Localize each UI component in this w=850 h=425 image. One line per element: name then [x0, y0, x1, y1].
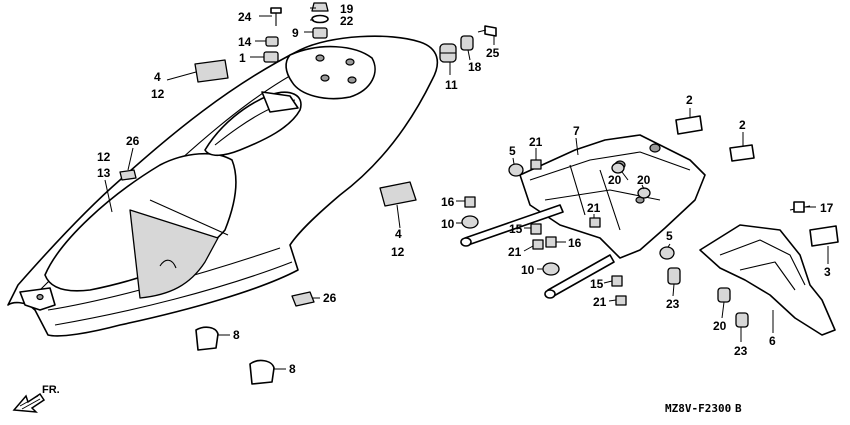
- grommet-20-c: [717, 287, 731, 303]
- bolt-16-b: [545, 236, 557, 248]
- grommet-19: [311, 2, 329, 12]
- callout-24: 24: [238, 10, 252, 24]
- callout-3: 3: [824, 265, 831, 279]
- grommet-20-b: [637, 187, 651, 199]
- callout-21-d: 21: [593, 295, 607, 309]
- leader-lines: [104, 7, 829, 370]
- callout-7: 7: [573, 124, 580, 138]
- cushion-8-upper: [195, 326, 219, 351]
- reflector-4-upper: [194, 59, 229, 83]
- callout-11: 11: [445, 78, 458, 92]
- rear-cowl: [7, 35, 439, 337]
- callout-12-upper: 12: [151, 87, 165, 101]
- grommet-1: [263, 51, 279, 63]
- fastener-24: [270, 7, 282, 26]
- drawing-revision: B: [735, 402, 742, 415]
- callout-14: 14: [238, 35, 252, 49]
- grommet-10-b: [542, 262, 560, 276]
- callout-15-a: 15: [509, 222, 523, 236]
- callout-20-c: 20: [713, 319, 727, 333]
- callout-25: 25: [486, 46, 500, 60]
- callout-5-upper: 5: [509, 144, 516, 158]
- callout-26-lower: 26: [323, 291, 337, 305]
- callout-20-b: 20: [637, 173, 651, 187]
- clip-26-upper: [119, 169, 137, 181]
- plate-2-left: [675, 115, 703, 135]
- collar-23-lower: [735, 312, 749, 328]
- nut-21-c: [589, 217, 601, 228]
- plate-3: [809, 225, 839, 247]
- callout-17: 17: [820, 201, 834, 215]
- callout-26-upper: 26: [126, 134, 140, 148]
- callout-13: 13: [97, 166, 111, 180]
- washer-22: [311, 14, 329, 24]
- callout-21-b: 21: [508, 245, 522, 259]
- collar-23-upper: [667, 267, 681, 285]
- callout-21-a: 21: [529, 135, 543, 149]
- inner-fender-6: [699, 224, 836, 336]
- bolt-25: [477, 25, 497, 37]
- collar-5-upper: [508, 163, 524, 177]
- callout-9: 9: [292, 26, 299, 40]
- callout-4-upper: 4: [154, 70, 161, 84]
- collar-15-b: [611, 275, 623, 287]
- callout-10-a: 10: [441, 217, 455, 231]
- callout-12-lower: 12: [391, 245, 405, 259]
- callout-23-lower: 23: [734, 344, 748, 358]
- grommet-14: [265, 36, 279, 47]
- callout-1: 1: [239, 51, 246, 65]
- clip-26-lower: [291, 291, 315, 307]
- callout-12-left: 12: [97, 150, 111, 164]
- callout-10-b: 10: [521, 263, 535, 277]
- callout-21-c: 21: [587, 201, 601, 215]
- callout-6: 6: [769, 334, 776, 348]
- grommet-20-a: [611, 162, 625, 174]
- callout-2-right: 2: [739, 118, 746, 132]
- grommet-10-a: [461, 215, 479, 229]
- callout-16-a: 16: [441, 195, 455, 209]
- collar-18: [460, 35, 474, 51]
- plate-2-right: [729, 144, 755, 162]
- nut-21-d: [615, 295, 627, 306]
- front-direction-arrow: FR.: [12, 384, 60, 413]
- callout-8-lower: 8: [289, 362, 296, 376]
- callout-8-upper: 8: [233, 328, 240, 342]
- bolt-16-a: [464, 196, 476, 208]
- callout-5-lower: 5: [666, 229, 673, 243]
- collar-15-a: [530, 223, 542, 235]
- callout-15-b: 15: [590, 277, 604, 291]
- callout-4-lower: 4: [395, 227, 402, 241]
- drawing-code: MZ8V-F2300: [665, 402, 731, 415]
- callout-2-left: 2: [686, 93, 693, 107]
- front-direction-label: FR.: [42, 384, 60, 396]
- reflector-4-lower: [379, 181, 417, 207]
- callout-19: 19: [340, 2, 354, 16]
- callout-labels: 24 19 22 9 14 1 4 12 11 18 25 26 12 13 4…: [97, 2, 834, 376]
- collar-5-lower: [659, 246, 675, 260]
- nut-21-b: [532, 239, 544, 250]
- nut-21-a: [530, 159, 542, 170]
- cushion-8-lower: [249, 359, 275, 385]
- collar-9: [312, 27, 328, 39]
- callout-23-upper: 23: [666, 297, 680, 311]
- callout-18: 18: [468, 60, 482, 74]
- grommet-11: [439, 43, 457, 63]
- callout-16-b: 16: [568, 236, 582, 250]
- callout-22: 22: [340, 14, 354, 28]
- callout-20-a: 20: [608, 173, 622, 187]
